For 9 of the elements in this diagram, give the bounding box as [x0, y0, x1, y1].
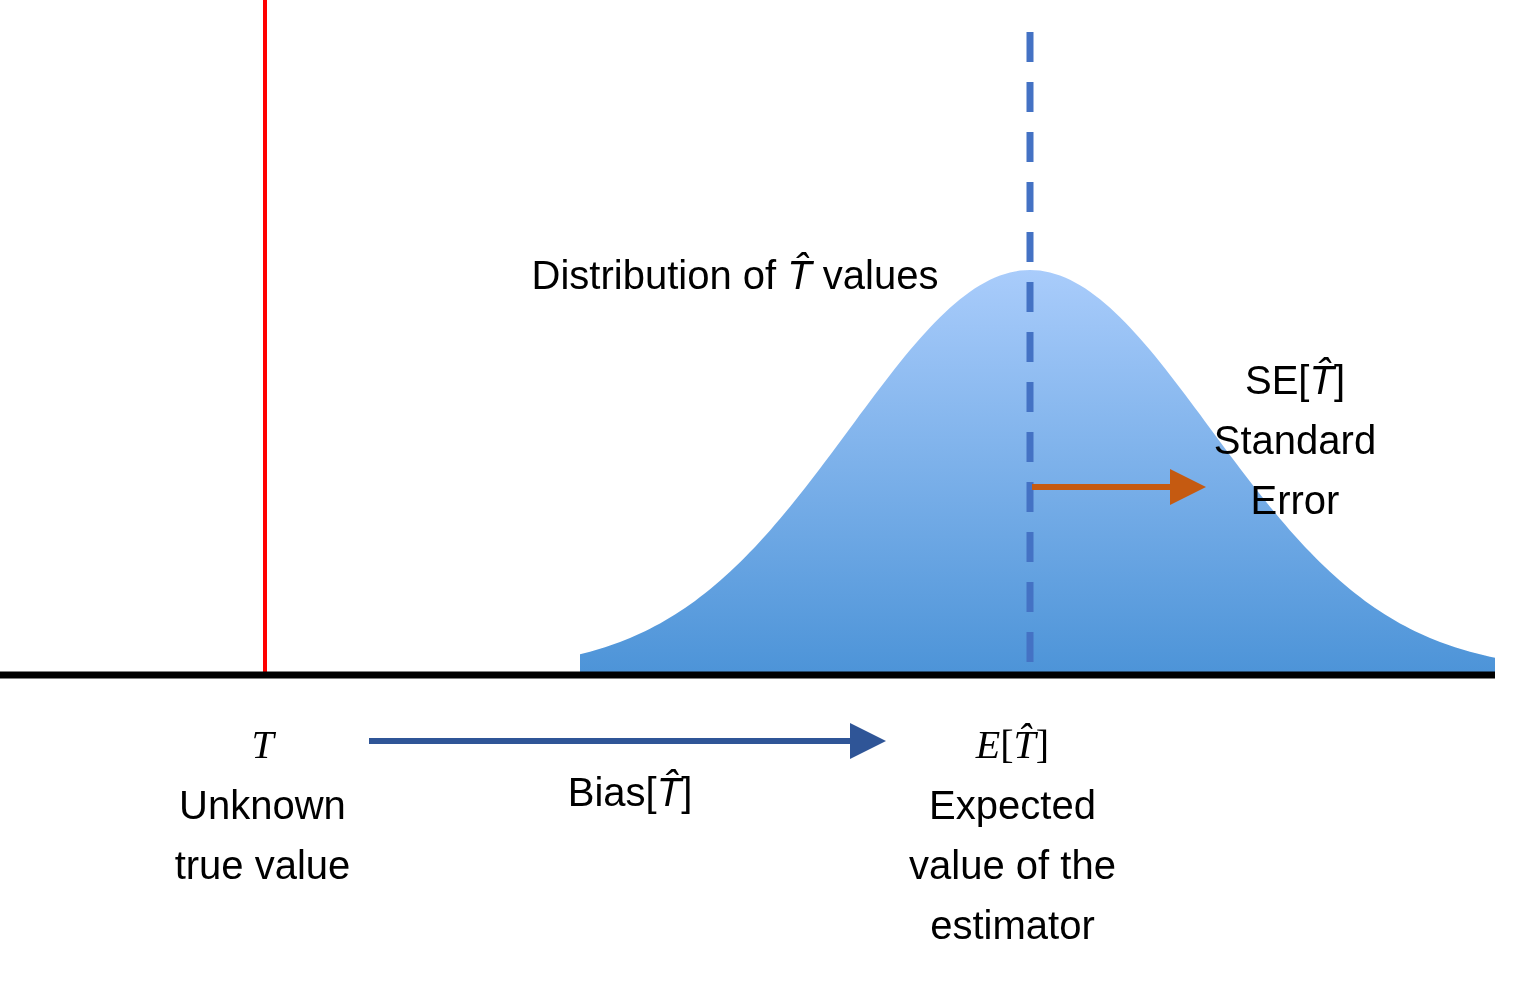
node-caption: Expected value of the estimator [908, 782, 1117, 949]
arrow [369, 723, 886, 759]
math-symbol: T [250, 721, 277, 769]
math-symbol: E[T̂] [974, 721, 1051, 769]
curve-title: Distribution of T̂ values [530, 251, 940, 299]
measure-label: SE[T̂] [1243, 356, 1346, 404]
node-caption: Unknown true value [173, 782, 352, 889]
measure-label: Standard Error [1212, 417, 1378, 524]
edge-label: Bias[T̂] [566, 768, 694, 816]
